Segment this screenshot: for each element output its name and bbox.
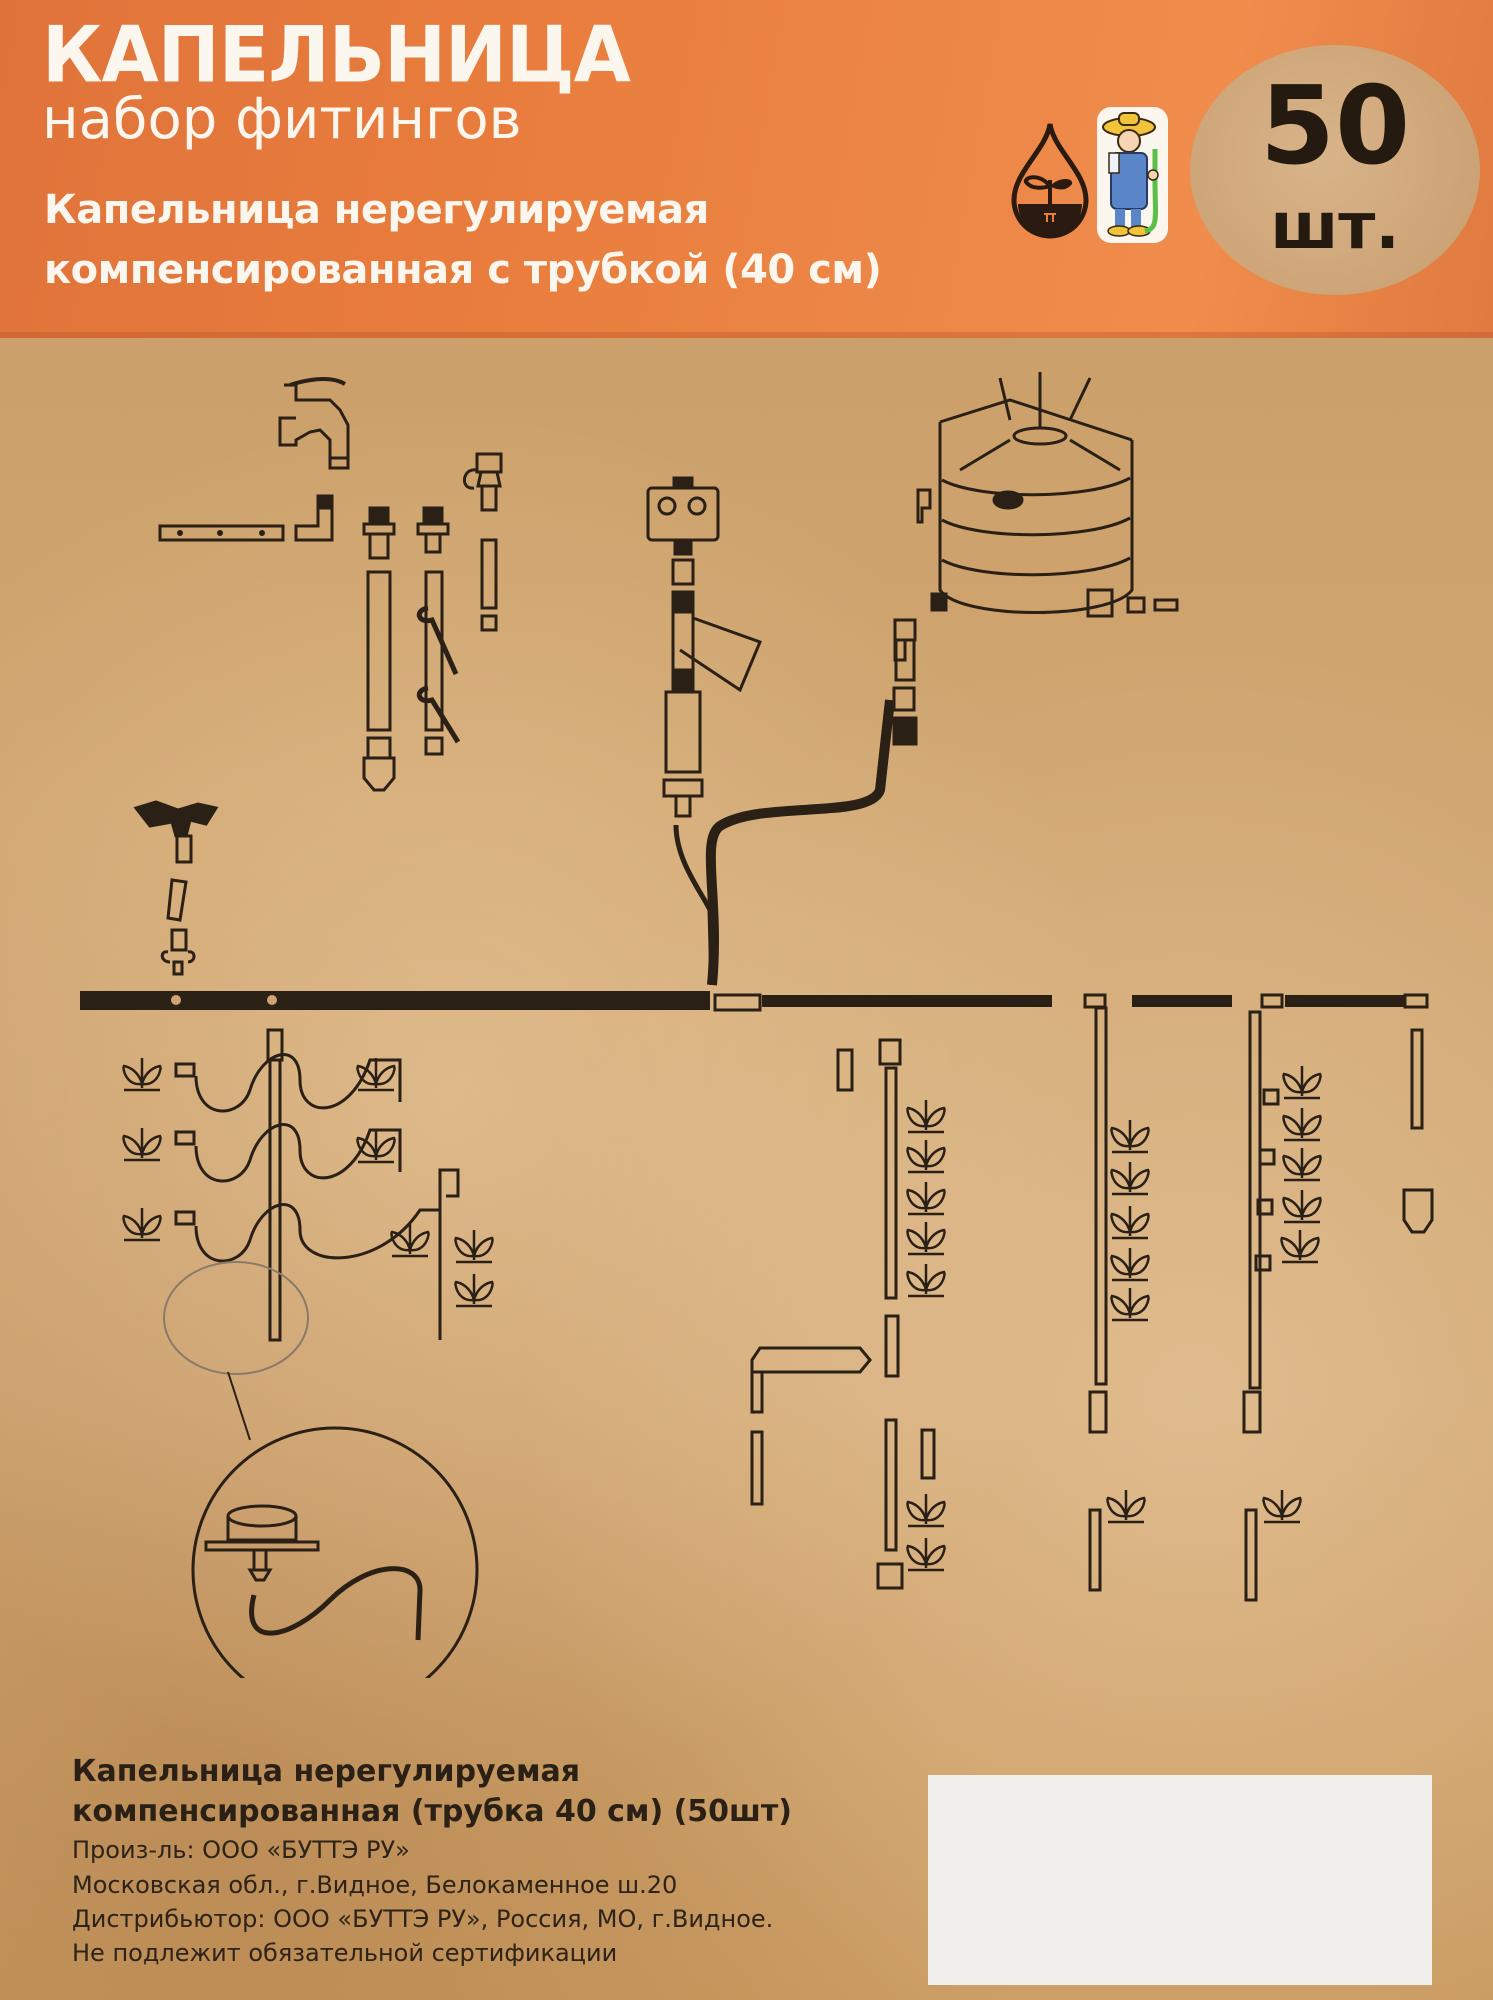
faucet-icon	[278, 377, 350, 470]
irrigation-diagram	[80, 372, 1434, 1678]
quantity-unit: шт.	[1270, 190, 1400, 264]
main-pipe	[80, 991, 1429, 1012]
farmer-with-hose-icon	[1097, 107, 1168, 243]
filter-icon	[662, 610, 762, 818]
quantity-badge: 50 шт.	[1190, 45, 1480, 295]
blank-label-sticker	[928, 1775, 1432, 1985]
footer-product-line1: Капельница нерегулируемая	[72, 1754, 580, 1789]
address-text: Московская обл., г.Видное, Белокаменное …	[72, 1871, 678, 1899]
water-tank-icon	[938, 372, 1179, 618]
product-description-line1: Капельница нерегулируемая	[44, 187, 709, 233]
plants	[122, 1056, 1322, 1572]
water-drop-plant-icon	[1011, 123, 1089, 239]
certification-text: Не подлежит обязательной сертификации	[72, 1939, 618, 1967]
dripper-detail-circle	[191, 1426, 479, 1678]
product-title: КАПЕЛЬНИЦА	[42, 9, 631, 101]
distributor-text: Дистрибьютор: ООО «БУТТЭ РУ», Россия, МО…	[72, 1905, 774, 1933]
sprinkler-icon	[133, 800, 219, 976]
footer-product-line2: компенсированная (трубка 40 см) (50шт)	[72, 1794, 793, 1829]
header-band: КАПЕЛЬНИЦА набор фитингов Капельница нер…	[0, 0, 1493, 338]
timer-icon	[646, 476, 720, 614]
manufacturer-text: Произ-ль: ООО «БУТТЭ РУ»	[72, 1836, 410, 1864]
quantity-value: 50	[1259, 64, 1411, 189]
product-description-line2: компенсированная с трубкой (40 см)	[44, 247, 882, 293]
product-subtitle: набор фитингов	[42, 87, 522, 152]
